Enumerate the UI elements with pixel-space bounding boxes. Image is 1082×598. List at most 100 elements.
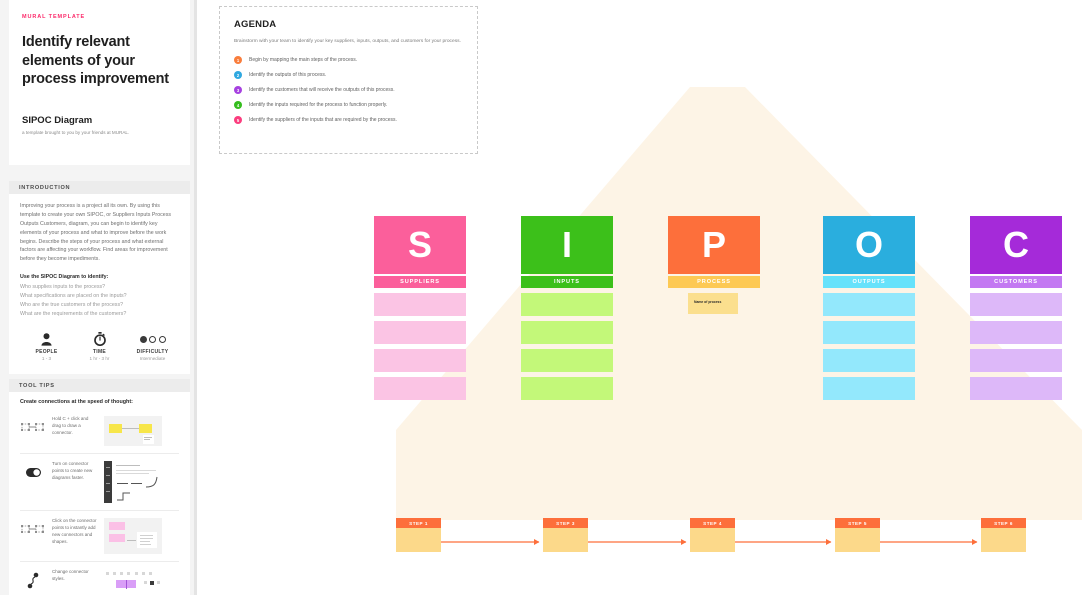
process-step[interactable]: STEP 1 bbox=[396, 518, 441, 552]
tooltip-illustration bbox=[104, 518, 162, 554]
tooltip-row: Turn on connector points to create new d… bbox=[20, 454, 179, 510]
agenda-item: 4 Identify the inputs required for the p… bbox=[234, 101, 463, 110]
sticky-note[interactable] bbox=[970, 377, 1062, 400]
column-label: INPUTS bbox=[521, 276, 613, 288]
step-body[interactable] bbox=[690, 528, 735, 552]
step-label: STEP 5 bbox=[835, 518, 880, 528]
meta-value: Intermediate bbox=[139, 355, 166, 361]
introduction-question: Who supplies inputs to the process? bbox=[20, 284, 106, 291]
process-step[interactable]: STEP 3 bbox=[543, 518, 588, 552]
sticky-note[interactable] bbox=[823, 321, 915, 344]
agenda-item: 1 Begin by mapping the main steps of the… bbox=[234, 56, 463, 65]
step-body[interactable] bbox=[981, 528, 1026, 552]
sticky-note[interactable] bbox=[374, 377, 466, 400]
person-icon bbox=[20, 332, 73, 347]
introduction-question: What specifications are placed on the in… bbox=[20, 293, 127, 300]
tooltip-row: Click on the connector points to instant… bbox=[20, 511, 179, 561]
tooltip-illustration bbox=[104, 461, 162, 503]
sticky-note[interactable] bbox=[521, 377, 613, 400]
step-body[interactable] bbox=[543, 528, 588, 552]
meta-value: 1 hr - 3 hr bbox=[89, 355, 110, 361]
meta-label: TIME bbox=[92, 348, 107, 355]
agenda-number-badge: 1 bbox=[234, 56, 242, 65]
agenda-item-text: Identify the outputs of this process. bbox=[249, 71, 327, 78]
step-label: STEP 4 bbox=[690, 518, 735, 528]
introduction-section-bar: INTRODUCTION bbox=[9, 181, 190, 194]
sticky-note[interactable] bbox=[970, 349, 1062, 372]
agenda-number-badge: 4 bbox=[234, 101, 242, 110]
sticky-note[interactable] bbox=[374, 321, 466, 344]
page-title: Identify relevant elements of your proce… bbox=[22, 34, 169, 88]
agenda-panel: AGENDA Brainstorm with your team to iden… bbox=[219, 6, 478, 154]
agenda-number-badge: 5 bbox=[234, 116, 242, 125]
meta-value: 1 - 3 bbox=[41, 355, 52, 361]
introduction-use-title: Use the SIPOC Diagram to identify: bbox=[20, 274, 109, 281]
connector-points-icon bbox=[20, 416, 46, 438]
sidebar: MURAL TEMPLATE Identify relevant element… bbox=[0, 0, 197, 595]
template-credit: a template brought to you by your friend… bbox=[22, 129, 130, 135]
agenda-item-text: Identify the customers that will receive… bbox=[249, 86, 395, 93]
column-label: PROCESS bbox=[668, 276, 760, 288]
introduction-panel: Improving your process is a project all … bbox=[9, 194, 190, 374]
sipoc-column-inputs: I INPUTS bbox=[521, 216, 613, 400]
template-subtitle: SIPOC Diagram bbox=[22, 114, 93, 126]
sticky-note[interactable] bbox=[823, 293, 915, 316]
column-label: CUSTOMERS bbox=[970, 276, 1062, 288]
tooltips-panel: Create connections at the speed of thoug… bbox=[9, 392, 190, 595]
sticky-note[interactable] bbox=[521, 293, 613, 316]
sipoc-canvas: S SUPPLIERS I INPUTS P PROCESS Name of p… bbox=[200, 0, 1082, 595]
process-name-text: Name of process bbox=[694, 300, 722, 304]
meta-label: PEOPLE bbox=[35, 348, 58, 355]
meta-label: DIFFICULTY bbox=[136, 348, 169, 355]
process-step[interactable]: STEP 4 bbox=[690, 518, 735, 552]
tooltip-row: Hold C + click and drag to draw a connec… bbox=[20, 409, 179, 453]
introduction-question: Who are the true customers of the proces… bbox=[20, 301, 124, 308]
process-name-note[interactable]: Name of process bbox=[688, 293, 738, 314]
agenda-item-text: Identify the suppliers of the inputs tha… bbox=[249, 116, 397, 123]
agenda-item-text: Identify the inputs required for the pro… bbox=[249, 101, 388, 108]
column-letter: C bbox=[970, 216, 1062, 274]
sipoc-column-outputs: O OUTPUTS bbox=[823, 216, 915, 400]
sidebar-title-card: MURAL TEMPLATE Identify relevant element… bbox=[9, 0, 190, 165]
sticky-note[interactable] bbox=[521, 321, 613, 344]
tooltips-lead: Create connections at the speed of thoug… bbox=[20, 399, 133, 405]
sticky-note[interactable] bbox=[823, 377, 915, 400]
tooltips-section-title: TOOL TIPS bbox=[19, 383, 55, 389]
template-eyebrow: MURAL TEMPLATE bbox=[22, 14, 86, 20]
tooltip-text: Hold C + click and drag to draw a connec… bbox=[52, 416, 89, 435]
meta-difficulty: DIFFICULTY Intermediate bbox=[126, 332, 179, 361]
step-label: STEP 3 bbox=[543, 518, 588, 528]
meta-people: PEOPLE 1 - 3 bbox=[20, 332, 73, 361]
meta-time: TIME 1 hr - 3 hr bbox=[73, 332, 126, 361]
process-funnel-shape bbox=[396, 87, 1082, 520]
difficulty-dots-icon bbox=[126, 332, 179, 347]
process-step[interactable]: STEP 6 bbox=[981, 518, 1026, 552]
tooltip-text: Turn on connector points to create new d… bbox=[52, 461, 93, 480]
sticky-note[interactable] bbox=[374, 293, 466, 316]
sticky-note[interactable] bbox=[823, 349, 915, 372]
tooltip-illustration bbox=[104, 416, 162, 446]
tooltips-section-bar: TOOL TIPS bbox=[9, 379, 190, 392]
column-label: SUPPLIERS bbox=[374, 276, 466, 288]
introduction-paragraph: Improving your process is a project all … bbox=[20, 203, 172, 263]
sipoc-column-process: P PROCESS Name of process bbox=[668, 216, 760, 314]
sticky-note[interactable] bbox=[374, 349, 466, 372]
tooltip-row: Change connector styles. bbox=[20, 562, 179, 598]
connector-style-icon bbox=[20, 569, 46, 591]
step-label: STEP 6 bbox=[981, 518, 1026, 528]
sipoc-column-suppliers: S SUPPLIERS bbox=[374, 216, 466, 400]
step-body[interactable] bbox=[835, 528, 880, 552]
process-step[interactable]: STEP 5 bbox=[835, 518, 880, 552]
column-letter: P bbox=[668, 216, 760, 274]
sticky-note[interactable] bbox=[521, 349, 613, 372]
column-letter: I bbox=[521, 216, 613, 274]
sticky-note[interactable] bbox=[970, 293, 1062, 316]
step-body[interactable] bbox=[396, 528, 441, 552]
introduction-section-title: INTRODUCTION bbox=[19, 185, 71, 191]
meta-row: PEOPLE 1 - 3 TIME 1 hr - 3 hr DIFFICULTY… bbox=[20, 332, 179, 361]
column-letter: O bbox=[823, 216, 915, 274]
agenda-item-text: Begin by mapping the main steps of the p… bbox=[249, 56, 358, 63]
sticky-note[interactable] bbox=[970, 321, 1062, 344]
agenda-number-badge: 2 bbox=[234, 71, 242, 80]
agenda-intro: Brainstorm with your team to identify yo… bbox=[234, 39, 461, 44]
